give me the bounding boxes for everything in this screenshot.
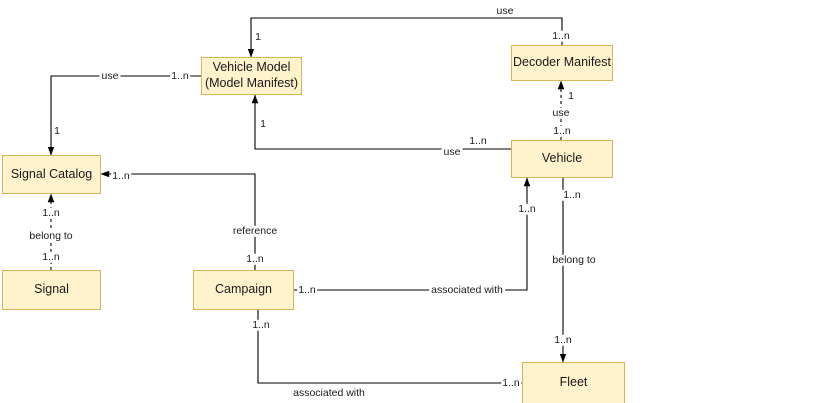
edge-campaign-associated-with-vehicle[interactable] — [294, 177, 531, 291]
entity-node-vehicle[interactable]: Vehicle — [511, 140, 613, 178]
edge-cardinality-vehicle-model-uses-signal-catalog-target: 1 — [53, 124, 61, 137]
entity-node-signal[interactable]: Signal — [2, 270, 101, 310]
edge-cardinality-vehicle-belongs-to-fleet-source: 1..n — [562, 188, 582, 201]
entity-label-primary: Fleet — [559, 375, 588, 390]
edge-label-vehicle-belongs-to-fleet: belong to — [550, 253, 598, 266]
entity-label-primary: Campaign — [215, 282, 272, 297]
entity-label-wrap: Decoder Manifest — [513, 55, 611, 71]
entity-node-fleet[interactable]: Fleet — [522, 362, 625, 403]
entity-label-wrap: Vehicle — [542, 151, 582, 167]
edge-cardinality-campaign-associated-with-vehicle-source: 1..n — [297, 283, 317, 296]
entity-label-wrap: Fleet — [560, 375, 588, 391]
entity-node-campaign[interactable]: Campaign — [193, 270, 294, 310]
edge-cardinality-vehicle-model-uses-signal-catalog-source: 1..n — [170, 69, 190, 82]
entity-label-primary: Decoder Manifest — [513, 55, 611, 70]
edge-label-campaign-associated-with-fleet: associated with — [291, 386, 367, 399]
edge-cardinality-vehicle-uses-decoder-manifest-source: 1..n — [552, 124, 572, 137]
edge-cardinality-campaign-references-signal-catalog-source: 1..n — [245, 252, 265, 265]
entity-label-primary: Signal Catalog — [10, 166, 93, 181]
edge-cardinality-campaign-associated-with-fleet-source: 1..n — [251, 318, 271, 331]
entity-label-primary: Vehicle — [541, 151, 583, 166]
edge-cardinality-signal-belongs-to-signal-catalog-source: 1..n — [41, 250, 61, 263]
edge-vehicle-uses-vehicle-model[interactable] — [251, 94, 511, 150]
edge-cardinality-decoder-manifest-uses-vehicle-model-target: 1 — [254, 30, 262, 43]
entity-label-wrap: Vehicle Model(Model Manifest) — [205, 60, 298, 91]
edge-cardinality-campaign-associated-with-fleet-target: 1..n — [501, 376, 521, 389]
entity-label-wrap: Signal Catalog — [11, 167, 92, 183]
entity-label-wrap: Signal — [34, 282, 69, 298]
edge-label-decoder-manifest-uses-vehicle-model: use — [494, 4, 516, 17]
edge-cardinality-decoder-manifest-uses-vehicle-model-source: 1..n — [551, 29, 571, 42]
entity-node-vehicle-model[interactable]: Vehicle Model(Model Manifest) — [201, 57, 302, 95]
entity-node-decoder-manifest[interactable]: Decoder Manifest — [511, 45, 613, 81]
entity-label-secondary: (Model Manifest) — [204, 76, 299, 90]
entity-label-wrap: Campaign — [215, 282, 272, 298]
entity-node-signal-catalog[interactable]: Signal Catalog — [2, 155, 101, 194]
edge-cardinality-signal-belongs-to-signal-catalog-target: 1..n — [41, 206, 61, 219]
edge-campaign-associated-with-fleet[interactable] — [257, 310, 523, 387]
edge-cardinality-campaign-references-signal-catalog-target: 1..n — [111, 169, 131, 182]
edge-label-signal-belongs-to-signal-catalog: belong to — [27, 229, 75, 242]
entity-label-primary: Vehicle Model — [212, 60, 291, 75]
edge-vehicle-model-uses-signal-catalog[interactable] — [47, 75, 201, 156]
edge-label-vehicle-uses-vehicle-model: use — [441, 145, 463, 158]
edge-label-vehicle-model-uses-signal-catalog: use — [99, 69, 121, 82]
edge-cardinality-vehicle-belongs-to-fleet-target: 1..n — [553, 333, 573, 346]
edge-label-vehicle-uses-decoder-manifest: use — [550, 106, 572, 119]
edge-label-campaign-associated-with-vehicle: associated with — [429, 283, 505, 296]
entity-label-primary: Signal — [34, 282, 69, 297]
edge-cardinality-vehicle-uses-vehicle-model-target: 1 — [259, 117, 267, 130]
edge-campaign-references-signal-catalog[interactable] — [100, 170, 256, 270]
edge-cardinality-vehicle-uses-vehicle-model-source: 1..n — [468, 134, 488, 147]
edge-paths — [47, 17, 567, 387]
edge-label-campaign-references-signal-catalog: reference — [230, 224, 280, 237]
edge-cardinality-vehicle-uses-decoder-manifest-target: 1 — [567, 89, 575, 102]
edge-cardinality-campaign-associated-with-vehicle-target: 1..n — [517, 202, 537, 215]
